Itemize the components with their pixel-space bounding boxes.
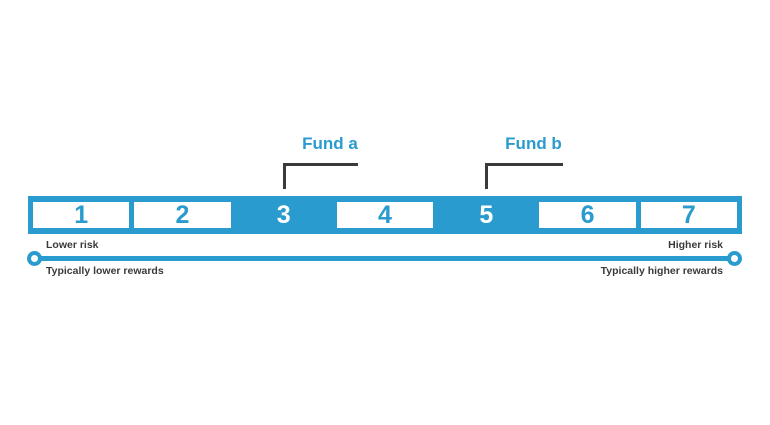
- risk-scale-bar: 1 2 3 4 5 6 7: [28, 196, 742, 234]
- scale-segment-6: 6: [539, 202, 636, 228]
- scale-segment-5: 5: [479, 200, 494, 229]
- risk-axis-line: [34, 256, 734, 261]
- typically-lower-rewards-label: Typically lower rewards: [46, 265, 164, 277]
- scale-segment-3: 3: [276, 200, 291, 229]
- risk-axis-right-endpoint: [727, 251, 742, 266]
- higher-risk-label: Higher risk: [668, 239, 723, 251]
- scale-segment-2: 2: [134, 202, 231, 228]
- typically-higher-rewards-label: Typically higher rewards: [600, 265, 723, 277]
- scale-segment-7: 7: [640, 202, 737, 228]
- fund-a-bracket: Fund a: [283, 134, 358, 189]
- fund-a-label: Fund a: [302, 134, 358, 153]
- lower-risk-label: Lower risk: [46, 239, 99, 251]
- fund-b-label: Fund b: [505, 134, 562, 153]
- scale-segment-4: 4: [336, 202, 434, 228]
- risk-axis-left-endpoint: [27, 251, 42, 266]
- fund-b-bracket: Fund b: [485, 134, 563, 189]
- scale-segment-1: 1: [33, 202, 130, 228]
